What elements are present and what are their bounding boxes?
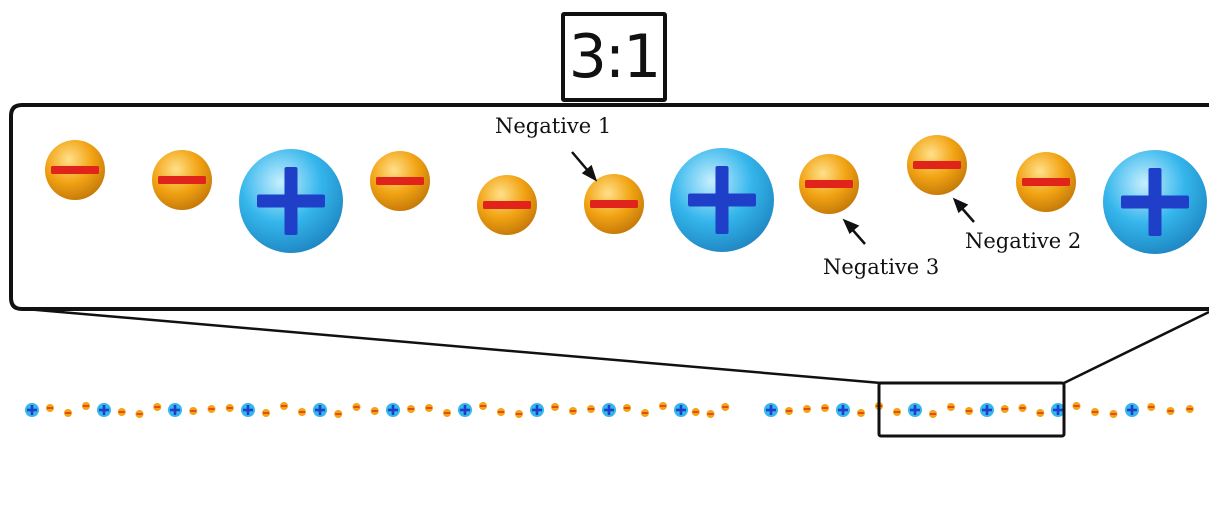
arrow-negative-3 bbox=[842, 218, 866, 245]
negative-ion bbox=[799, 154, 859, 214]
negative-ion-small bbox=[857, 409, 865, 417]
minus-sign bbox=[158, 176, 206, 184]
plus-sign bbox=[257, 167, 325, 235]
negative-ion-small bbox=[425, 404, 433, 412]
positive-ion bbox=[1103, 150, 1207, 254]
negative-ion-small bbox=[947, 403, 955, 411]
negative-ion bbox=[45, 140, 105, 200]
negative-ion-small bbox=[1091, 408, 1099, 416]
negative-ion-small bbox=[479, 402, 487, 410]
negative-ion-small bbox=[1185, 405, 1194, 413]
zoom-region-box bbox=[877, 381, 1066, 438]
minus-sign bbox=[483, 201, 531, 209]
positive-ion-small bbox=[241, 403, 255, 417]
negative-ion-small bbox=[706, 410, 715, 418]
negative-ion bbox=[584, 174, 644, 234]
minus-sign bbox=[51, 166, 99, 174]
negative-ion-small bbox=[965, 407, 973, 415]
plus-sign bbox=[1121, 168, 1189, 236]
positive-ion-small bbox=[97, 403, 111, 417]
positive-ion bbox=[239, 149, 343, 253]
negative-ion-small bbox=[64, 409, 72, 417]
negative-ion-small bbox=[280, 402, 288, 410]
label-negative-1: Negative 1 bbox=[495, 114, 612, 138]
negative-ion bbox=[907, 135, 967, 195]
positive-ion-small bbox=[602, 403, 616, 417]
negative-ion-small bbox=[225, 404, 234, 412]
negative-ion-small bbox=[1000, 405, 1009, 413]
positive-ion-small bbox=[836, 403, 850, 417]
negative-ion-small bbox=[370, 407, 379, 415]
positive-ion-small bbox=[458, 403, 472, 417]
minus-sign bbox=[805, 180, 853, 188]
minus-sign bbox=[913, 161, 961, 169]
negative-ion-small bbox=[46, 404, 54, 412]
arrow-negative-2 bbox=[952, 197, 975, 223]
negative-ion-small bbox=[352, 403, 361, 411]
positive-ion-small bbox=[313, 403, 327, 417]
negative-ion-small bbox=[443, 409, 451, 417]
magnified-ions bbox=[45, 135, 1207, 254]
positive-ion-small bbox=[530, 403, 544, 417]
negative-ion-small bbox=[659, 402, 667, 410]
negative-ion-small bbox=[298, 408, 306, 416]
positive-ion-small bbox=[908, 403, 922, 417]
negative-ion-small bbox=[1147, 403, 1156, 411]
negative-ion-small bbox=[1072, 402, 1081, 410]
negative-ion-small bbox=[262, 409, 270, 417]
plus-sign bbox=[688, 166, 756, 234]
label-negative-3: Negative 3 bbox=[823, 255, 940, 279]
negative-ion bbox=[370, 151, 430, 211]
negative-ion-small bbox=[721, 403, 730, 411]
negative-ion-small bbox=[587, 405, 595, 413]
arrow-negative-1 bbox=[571, 151, 598, 182]
positive-ion-small bbox=[1051, 403, 1065, 417]
negative-ion-small bbox=[497, 408, 505, 416]
negative-ion bbox=[477, 175, 537, 235]
negative-ion-small bbox=[1109, 410, 1118, 418]
negative-ion-small bbox=[117, 408, 126, 416]
negative-ion-small bbox=[82, 402, 90, 410]
negative-ion-small bbox=[623, 404, 631, 412]
negative-ion-small bbox=[821, 404, 829, 412]
label-negative-2: Negative 2 bbox=[965, 229, 1082, 253]
minus-sign bbox=[1022, 178, 1070, 186]
ratio-label: 3:1 bbox=[561, 12, 667, 102]
negative-ion-small bbox=[1036, 409, 1045, 417]
negative-ion bbox=[1016, 152, 1076, 212]
negative-ion-small bbox=[515, 410, 523, 418]
minus-sign bbox=[376, 177, 424, 185]
positive-ion-small bbox=[980, 403, 994, 417]
negative-ion-small bbox=[189, 407, 198, 415]
negative-ion bbox=[152, 150, 212, 210]
negative-ion-small bbox=[1018, 404, 1027, 412]
negative-ion-small bbox=[153, 403, 162, 411]
negative-ion-small bbox=[207, 405, 216, 413]
positive-ion-small bbox=[674, 403, 688, 417]
negative-ion-small bbox=[641, 409, 649, 417]
minus-sign bbox=[590, 200, 638, 208]
negative-ion-small bbox=[691, 408, 700, 416]
negative-ion-small bbox=[893, 408, 901, 416]
ion-chain-overview bbox=[25, 402, 1194, 418]
negative-ion-small bbox=[551, 403, 559, 411]
negative-ion-small bbox=[803, 405, 811, 413]
positive-ion bbox=[670, 148, 774, 252]
negative-ion-small bbox=[785, 407, 793, 415]
negative-ion-small bbox=[1166, 407, 1175, 415]
negative-ion-small bbox=[407, 405, 415, 413]
zoom-connector-left bbox=[13, 306, 882, 385]
positive-ion-small bbox=[168, 403, 182, 417]
negative-ion-small bbox=[569, 407, 577, 415]
negative-ion-small bbox=[334, 410, 343, 418]
zoom-connector-right bbox=[1063, 310, 1209, 385]
positive-ion-small bbox=[386, 403, 400, 417]
positive-ion-small bbox=[764, 403, 778, 417]
negative-ion-small bbox=[135, 410, 144, 418]
negative-ion-small bbox=[929, 410, 937, 418]
positive-ion-small bbox=[25, 403, 39, 417]
positive-ion-small bbox=[1125, 403, 1139, 417]
